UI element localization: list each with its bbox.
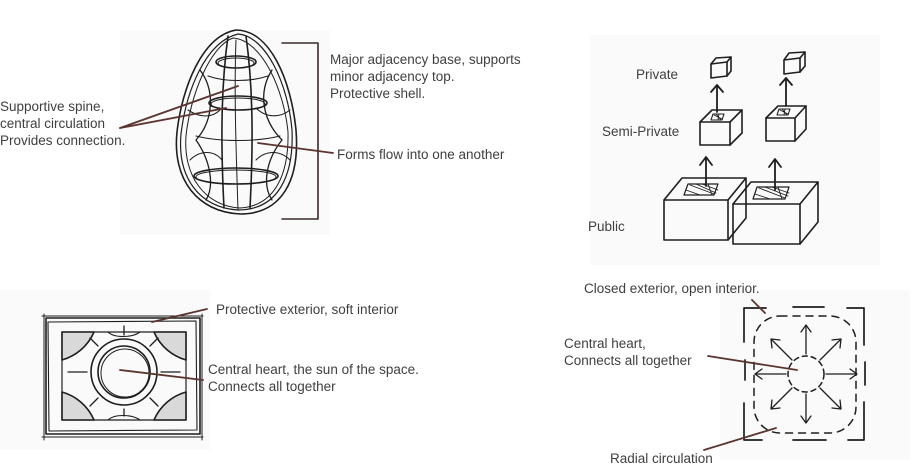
square-heart-line-1: Central heart, the sun of the space. — [208, 362, 419, 377]
radial-pointers — [703, 299, 798, 451]
square-heart-text: Central heart, the sun of the space. Con… — [208, 361, 419, 395]
egg-bracket-line-2: minor adjacency top. — [330, 69, 455, 84]
radial-circulation-sketch — [743, 306, 866, 441]
egg-pointers — [119, 85, 334, 154]
radial-heart-line-1: Central heart, — [564, 336, 646, 351]
radial-sketch-panel — [720, 290, 910, 460]
radial-heart-line-2: Connects all together — [564, 353, 692, 368]
egg-spine-text: Supportive spine, central circulation Pr… — [0, 98, 125, 149]
public-block-right — [732, 181, 819, 245]
egg-bracket-text: Major adjacency base, supports minor adj… — [330, 51, 521, 102]
egg-spine-line-3: Provides connection. — [0, 133, 126, 148]
radial-heart-text: Central heart, Connects all together — [564, 335, 692, 369]
egg-bracket-line-3: Protective shell. — [330, 86, 426, 101]
up-arrows — [699, 77, 793, 191]
stacked-blocks-sketch — [663, 51, 819, 245]
square-exterior-text: Protective exterior, soft interior — [216, 302, 399, 317]
private-label: Private — [636, 67, 679, 82]
egg-flow-text: Forms flow into one another — [337, 147, 505, 162]
semi-private-label: Semi-Private — [602, 124, 680, 139]
public-label: Public — [588, 219, 625, 234]
semi-private-block-left — [699, 109, 743, 146]
public-block-left — [663, 177, 747, 241]
egg-spine-line-1: Supportive spine, — [0, 99, 105, 114]
egg-sketch — [175, 29, 298, 215]
egg-spine-line-2: central circulation — [0, 116, 106, 131]
radial-closed-text: Closed exterior, open interior. — [584, 281, 760, 296]
semi-private-block-right — [765, 105, 807, 142]
egg-bracket-line-1: Major adjacency base, supports — [330, 52, 521, 67]
radial-circulation-text: Radial circulation — [610, 451, 713, 466]
square-heart-sketch — [41, 313, 204, 441]
stack-sketch-panel — [590, 35, 880, 265]
square-heart-line-2: Connects all together — [208, 379, 336, 394]
private-cube-left — [710, 56, 732, 79]
square-pointers — [119, 308, 208, 381]
private-cube-right — [783, 51, 806, 75]
egg-bracket — [281, 42, 319, 220]
